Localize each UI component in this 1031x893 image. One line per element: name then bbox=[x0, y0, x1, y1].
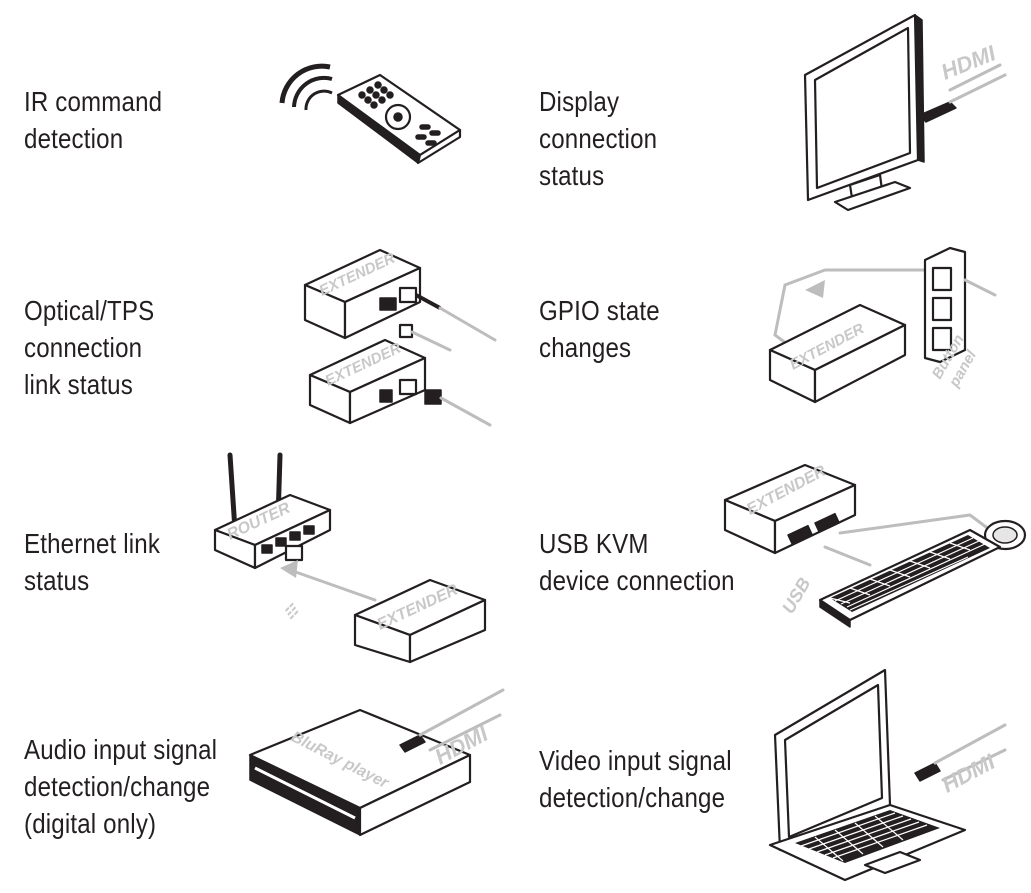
bluray-illustration: BluRay player HDMI bbox=[248, 688, 505, 837]
hdmi-label: HDMI bbox=[938, 40, 1000, 85]
gpio-label: GPIO state changes bbox=[539, 295, 660, 363]
usb-label: USB KVM device connection bbox=[539, 528, 735, 596]
gpio-illustration: EXTENDER Button panel bbox=[768, 246, 997, 404]
monitor-illustration: HDMI bbox=[803, 13, 1007, 212]
ethernet-label: Ethernet link status bbox=[24, 528, 161, 596]
ethernet-illustration: ROUTER ☷ EXTENDER bbox=[213, 452, 487, 664]
optical-label: Optical/TPS connection link status bbox=[24, 295, 155, 400]
laptop-illustration: HDMI bbox=[768, 668, 1007, 882]
audio-label: Audio input signal detection/change (dig… bbox=[24, 734, 218, 839]
display-label: Display connection status bbox=[539, 86, 658, 191]
usb-text: USB bbox=[778, 574, 814, 617]
video-label: Video input signal detection/change bbox=[539, 745, 732, 813]
ir-label: IR command detection bbox=[24, 86, 163, 154]
ir-remote-illustration bbox=[279, 63, 462, 165]
network-icon-text: ☷ bbox=[281, 600, 303, 622]
usb-kvm-illustration: EXTENDER USB bbox=[723, 462, 1027, 628]
optical-extenders-illustration: EXTENDER EXTENDER bbox=[303, 248, 497, 427]
